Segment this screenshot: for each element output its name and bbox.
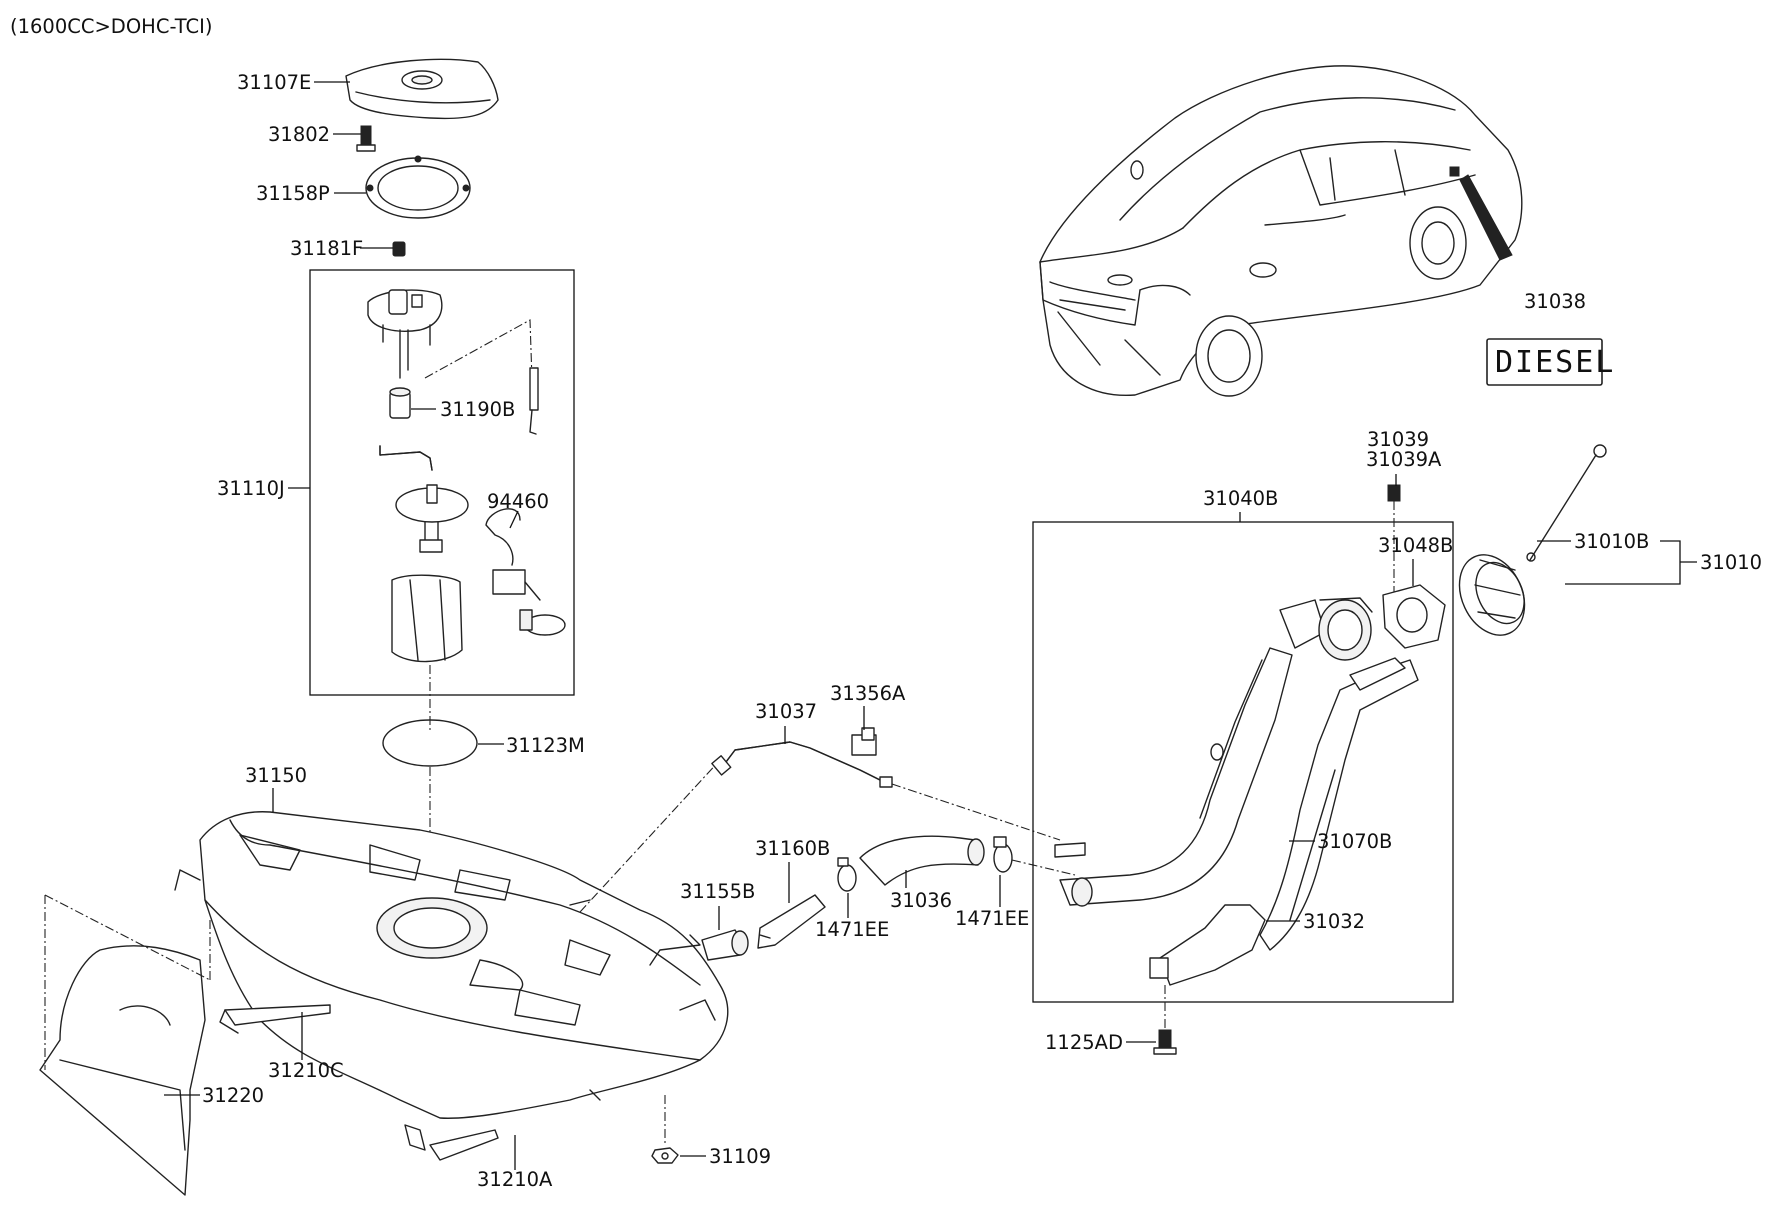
part-1471EE-clamp-a (837, 857, 857, 892)
label-31160B: 31160B (755, 837, 830, 860)
diesel-badge-text: DIESEL (1495, 345, 1615, 380)
part-31010B-tether (1526, 444, 1607, 562)
label-31037: 31037 (755, 700, 817, 723)
label-31109: 31109 (709, 1145, 771, 1168)
vehicle-illustration (1039, 65, 1523, 397)
fuel-door-marker-icon (1449, 166, 1460, 177)
part-31158P-ring (365, 155, 471, 219)
label-1125AD: 1125AD (1045, 1031, 1123, 1054)
part-31220-heat-shield (39, 894, 211, 1196)
label-31158P: 31158P (256, 182, 330, 205)
filler-neck-assembly-frame (1032, 521, 1454, 1003)
part-31039-screw (1387, 484, 1401, 605)
part-31210A-strap (404, 1124, 499, 1161)
part-1471EE-clamp-b (993, 836, 1013, 873)
part-31181F-cap (392, 241, 406, 257)
fuel-tube (379, 445, 433, 471)
label-31010: 31010 (1700, 551, 1762, 574)
fuel-pump-module-frame (309, 269, 575, 696)
label-31210C: 31210C (268, 1059, 344, 1082)
label-31356A: 31356A (830, 682, 906, 705)
part-31109-nut (651, 1095, 679, 1164)
filler-neck-pipe (1054, 597, 1373, 907)
label-31181F: 31181F (290, 237, 363, 260)
part-31123M-oring (382, 719, 478, 767)
label-31040B: 31040B (1203, 487, 1278, 510)
part-31010-fuel-cap (1458, 554, 1526, 636)
part-1125AD-bolt (1153, 985, 1177, 1055)
label-31070B: 31070B (1317, 830, 1392, 853)
label-31048B: 31048B (1378, 534, 1453, 557)
label-31039A: 31039A (1366, 448, 1442, 471)
label-1471EE-a: 1471EE (815, 918, 889, 941)
pump-flange (367, 289, 533, 381)
part-31802-bolt (356, 125, 376, 152)
label-94460: 94460 (487, 490, 549, 513)
part-31155B-connector (649, 929, 749, 966)
part-31190B-pump (389, 387, 411, 419)
part-31150-fuel-tank (174, 811, 729, 1119)
label-31010B: 31010B (1574, 530, 1649, 553)
part-94460-sender (485, 508, 566, 636)
engine-variant-caption: (1600CC>DOHC-TCI) (10, 15, 212, 38)
part-31036-filler-hose (859, 835, 985, 886)
diesel-badge (1486, 338, 1603, 386)
label-31039: 31039 (1367, 428, 1429, 451)
level-sensor-rod (529, 367, 539, 435)
label-31107E: 31107E (237, 71, 311, 94)
part-31107E-cover (345, 58, 499, 120)
part-31032-bracket (1149, 904, 1266, 986)
label-31110J: 31110J (217, 477, 285, 500)
part-31048B-gasket (1382, 584, 1446, 649)
label-31210A: 31210A (477, 1168, 553, 1191)
part-31210C-strap (219, 1004, 331, 1034)
label-31036: 31036 (890, 889, 952, 912)
label-31190B: 31190B (440, 398, 515, 421)
label-31123M: 31123M (506, 734, 585, 757)
part-31037-vent-hose (711, 741, 893, 788)
pump-strainer-housing (391, 574, 463, 663)
pump-reservoir-cap (395, 484, 469, 553)
label-31155B: 31155B (680, 880, 755, 903)
part-31070B-guard (1259, 657, 1419, 951)
label-31032: 31032 (1303, 910, 1365, 933)
part-31160B-pipe (757, 894, 826, 949)
label-31802: 31802 (268, 123, 330, 146)
label-1471EE-b: 1471EE (955, 907, 1029, 930)
label-31220: 31220 (202, 1084, 264, 1107)
label-31150: 31150 (245, 764, 307, 787)
label-31038: 31038 (1524, 290, 1586, 313)
part-31356A-clip (851, 727, 877, 756)
